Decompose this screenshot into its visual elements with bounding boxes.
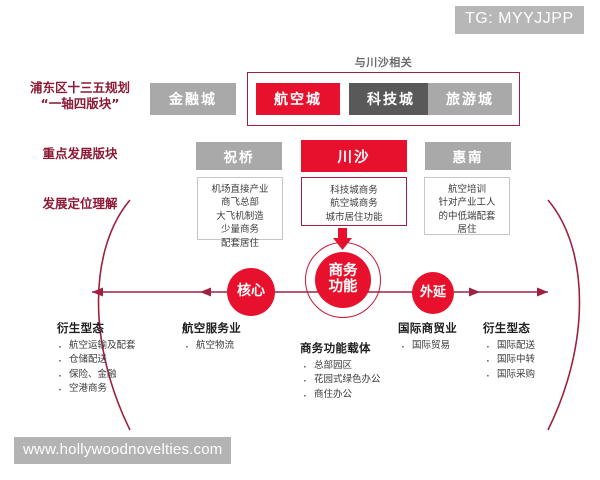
column-business-function-carrier: 商务功能载体 总部园区花园式绿色办公商住办公 bbox=[300, 340, 450, 406]
column-derivative-right: 衍生型态 国际配送国际中转国际采购 bbox=[483, 320, 593, 386]
arrow-right-inner bbox=[469, 287, 480, 297]
list-item: 国际配送 bbox=[483, 338, 593, 357]
column-aviation-services-list: 航空物流 bbox=[182, 338, 292, 357]
list-item: 保险、金融 bbox=[55, 367, 175, 386]
column-international-trade-title: 国际商贸业 bbox=[398, 321, 457, 335]
left-bracket-arc bbox=[97, 199, 131, 431]
list-item: 国际采购 bbox=[483, 367, 593, 386]
desc-line-2: 城市居住功能 bbox=[325, 211, 383, 223]
block-aviation-city[interactable]: 航空城 bbox=[256, 83, 340, 115]
list-item: 商住办公 bbox=[300, 387, 450, 406]
circle-business-function-line2: 功能 bbox=[328, 279, 358, 295]
column-business-function-carrier-title: 商务功能载体 bbox=[300, 341, 371, 355]
arrow-left-outer bbox=[92, 287, 103, 297]
row-label-plan: 浦东区十三五规划 “一轴四版块” bbox=[16, 80, 144, 112]
desc-line-3: 少量商务 bbox=[220, 224, 259, 236]
desc-line-1: 商飞总部 bbox=[220, 197, 259, 209]
block-huinan[interactable]: 惠南 bbox=[425, 142, 511, 170]
desc-line-0: 机场直接产业 bbox=[211, 184, 269, 195]
circle-business-function-line1: 商务 bbox=[328, 263, 358, 280]
column-derivative-right-list: 国际配送国际中转国际采购 bbox=[483, 338, 593, 386]
row-label-plan-line1: 浦东区十三五规划 bbox=[29, 80, 130, 95]
circle-business-function: 商务 功能 bbox=[315, 252, 371, 308]
block-tourism-city[interactable]: 旅游城 bbox=[428, 83, 512, 115]
list-item: 国际贸易 bbox=[398, 338, 508, 357]
column-business-function-carrier-list: 总部园区花园式绿色办公商住办公 bbox=[300, 358, 450, 406]
desc-line-2: 大飞机制造 bbox=[216, 210, 264, 222]
list-item: 仓储配送 bbox=[55, 352, 175, 371]
row-label-plan-line2: “一轴四版块” bbox=[40, 96, 120, 111]
column-derivative-left-list: 航空运输及配套仓储配送保险、金融空港商务 bbox=[55, 338, 175, 400]
telegram-watermark: TG: MYYJJPP bbox=[455, 6, 584, 34]
circle-core: 核心 bbox=[227, 268, 275, 316]
column-international-trade-list: 国际贸易 bbox=[398, 338, 508, 357]
list-item: 航空物流 bbox=[182, 338, 292, 357]
desc-line-0: 航空培训 bbox=[447, 184, 486, 195]
list-item: 总部园区 bbox=[300, 358, 450, 377]
list-item: 航空运输及配套 bbox=[55, 338, 175, 357]
column-aviation-services-title: 航空服务业 bbox=[182, 321, 241, 335]
column-aviation-services: 航空服务业 航空物流 bbox=[182, 320, 292, 357]
block-chuansha[interactable]: 川沙 bbox=[301, 140, 407, 172]
row-label-positioning: 发展定位理解 bbox=[42, 196, 118, 211]
circle-main-ring bbox=[305, 242, 381, 318]
site-url-watermark: www.hollywoodnovelties.com bbox=[14, 437, 232, 464]
desc-line-1: 针对产业工人 bbox=[438, 197, 496, 209]
column-international-trade: 国际商贸业 国际贸易 bbox=[398, 320, 508, 357]
block-finance-city[interactable]: 金融城 bbox=[150, 83, 236, 115]
desc-box-huinan: 航空培训针对产业工人的中低端配套居住 bbox=[424, 177, 510, 235]
circle-extension: 外延 bbox=[412, 272, 454, 314]
arrow-left-inner bbox=[200, 287, 211, 297]
desc-line-1: 航空城商务 bbox=[330, 198, 378, 210]
desc-line-2: 的中低端配套 bbox=[438, 210, 496, 222]
arrow-right-outer bbox=[537, 287, 548, 297]
desc-line-4: 配套居住 bbox=[220, 237, 259, 249]
right-bracket-arc bbox=[547, 199, 581, 431]
desc-line-3: 居住 bbox=[457, 224, 477, 236]
column-derivative-left-title: 衍生型态 bbox=[57, 321, 105, 335]
list-item: 空港商务 bbox=[55, 381, 175, 400]
desc-box-chuansha: 科技城商务航空城商务城市居住功能 bbox=[301, 177, 407, 226]
desc-box-zhuqiao: 机场直接产业商飞总部大飞机制造少量商务配套居住 bbox=[197, 177, 283, 249]
caption-related-to-chuansha: 与川沙相关 bbox=[354, 56, 413, 69]
column-derivative-left: 衍生型态 航空运输及配套仓储配送保险、金融空港商务 bbox=[55, 320, 175, 400]
list-item: 国际中转 bbox=[483, 352, 593, 371]
row-label-key-areas: 重点发展版块 bbox=[42, 146, 118, 161]
block-zhuqiao[interactable]: 祝桥 bbox=[196, 142, 282, 170]
column-derivative-right-title: 衍生型态 bbox=[483, 321, 531, 335]
list-item: 花园式绿色办公 bbox=[300, 372, 450, 391]
block-tech-city[interactable]: 科技城 bbox=[349, 83, 433, 115]
desc-line-0: 科技城商务 bbox=[330, 185, 378, 196]
